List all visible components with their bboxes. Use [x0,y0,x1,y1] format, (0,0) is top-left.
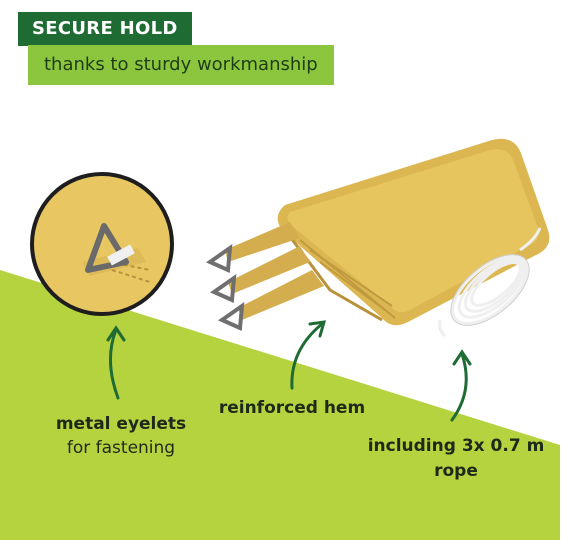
header-subtitle: thanks to sturdy workmanship [28,45,334,85]
callout-rope-line2: rope [434,461,478,481]
eyelet-zoom-circle [30,172,174,316]
folded-sail-image [205,138,550,331]
callout-eyelets: metal eyelets for fastening [36,412,206,460]
callout-eyelets-title: metal eyelets [55,414,187,434]
callout-rope: including 3x 0.7 m rope [366,434,546,484]
callout-hem: reinforced hem [212,396,372,420]
callout-rope-line1: including 3x 0.7 m [367,436,545,456]
arrow-rope [450,349,472,422]
header-title: SECURE HOLD [18,12,192,46]
green-ground-shape [0,270,560,540]
callout-hem-title: reinforced hem [218,398,366,418]
arrow-eyelets [106,325,126,400]
rope-coil-outline [450,254,530,326]
arrow-hem [290,320,327,390]
callout-eyelets-sub: for fastening [66,438,176,458]
rope-coil-image [438,227,542,338]
